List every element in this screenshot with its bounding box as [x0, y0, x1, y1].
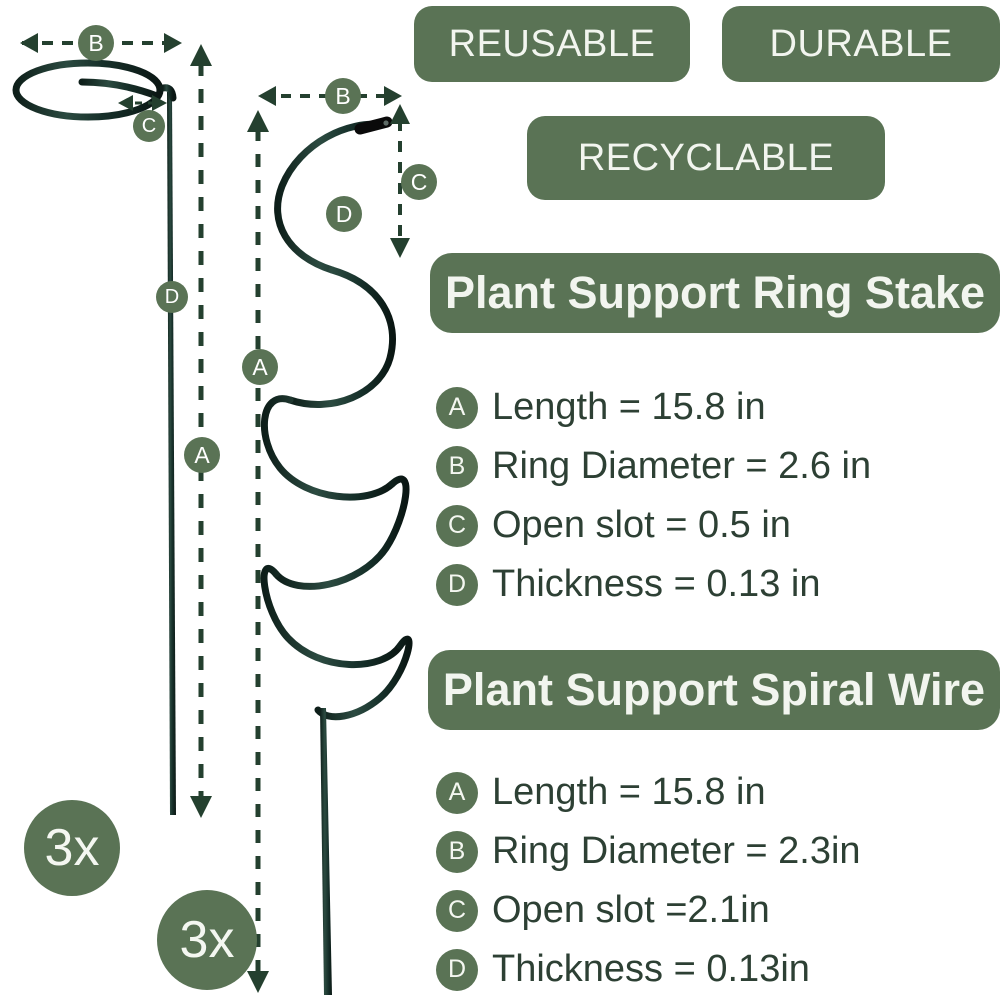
spec-key-badge: C — [436, 504, 478, 547]
spec-key-badge: D — [436, 563, 478, 606]
spec-value-text: Length = 15.8 in — [492, 771, 766, 813]
dimension-c-spiral — [390, 104, 410, 258]
stake-shaft — [167, 92, 176, 815]
dimension-b-ring — [20, 33, 182, 53]
spec-value-text: Thickness = 0.13in — [492, 948, 810, 990]
spiral-wire-illustration — [247, 86, 413, 995]
dimension-marker-d-ring: D — [156, 281, 188, 313]
product-title-spiral-wire: Plant Support Spiral Wire — [428, 650, 1000, 730]
spec-key-badge: B — [436, 445, 478, 488]
dimension-marker-b-ring: B — [78, 25, 114, 61]
quantity-badge-spiral-wire: 3x — [157, 890, 257, 990]
spec-row: B Ring Diameter = 2.3in — [436, 822, 861, 881]
spiral-tip-cap — [354, 116, 393, 135]
spiral-coils — [260, 120, 413, 721]
product-title-ring-stake: Plant Support Ring Stake — [430, 253, 1000, 333]
spec-list-spiral-wire: A Length = 15.8 in B Ring Diameter = 2.3… — [436, 763, 861, 999]
spec-key-badge: B — [436, 830, 478, 873]
spec-row: D Thickness = 0.13in — [436, 940, 861, 999]
feature-pill-reusable: REUSABLE — [414, 6, 690, 82]
quantity-badge-ring-stake: 3x — [24, 800, 120, 896]
ring-stake-illustration — [12, 33, 212, 818]
spec-key-badge: C — [436, 889, 478, 932]
dimension-a-spiral — [247, 110, 269, 993]
spec-value-text: Ring Diameter = 2.6 in — [492, 445, 872, 487]
spec-key-badge: D — [436, 948, 478, 991]
dimension-c-openslot — [118, 95, 167, 111]
spec-value-text: Open slot =2.1in — [492, 889, 770, 931]
spec-row: A Length = 15.8 in — [436, 763, 861, 822]
spec-value-text: Open slot = 0.5 in — [492, 504, 791, 546]
feature-pill-recyclable: RECYCLABLE — [527, 116, 885, 200]
dimension-b-spiral — [258, 86, 402, 106]
stake-top-bend — [159, 84, 177, 102]
spec-value-text: Ring Diameter = 2.3in — [492, 830, 861, 872]
ring-loop — [12, 59, 164, 121]
spec-key-badge: A — [436, 386, 478, 429]
spec-row: C Open slot = 0.5 in — [436, 496, 871, 555]
dimension-marker-a-spiral: A — [242, 349, 278, 385]
spec-list-ring-stake: A Length = 15.8 in B Ring Diameter = 2.6… — [436, 378, 871, 614]
dimension-marker-c-spiral: C — [401, 164, 437, 200]
spec-row: B Ring Diameter = 2.6 in — [436, 437, 871, 496]
spec-row: C Open slot =2.1in — [436, 881, 861, 940]
dimension-a-length — [190, 44, 212, 818]
dimension-marker-d-spiral: D — [326, 196, 362, 232]
spec-row: D Thickness = 0.13 in — [436, 555, 871, 614]
dimension-marker-b-spiral: B — [325, 78, 361, 114]
dimension-marker-c-ring: C — [133, 110, 165, 142]
spec-key-badge: A — [436, 771, 478, 814]
spiral-stem — [320, 708, 332, 995]
spec-row: A Length = 15.8 in — [436, 378, 871, 437]
dimension-marker-a-ring: A — [184, 437, 220, 473]
feature-pill-durable: DURABLE — [722, 6, 1000, 82]
spec-value-text: Length = 15.8 in — [492, 386, 766, 428]
spiral-tip-highlight — [383, 120, 389, 126]
spec-value-text: Thickness = 0.13 in — [492, 563, 821, 605]
